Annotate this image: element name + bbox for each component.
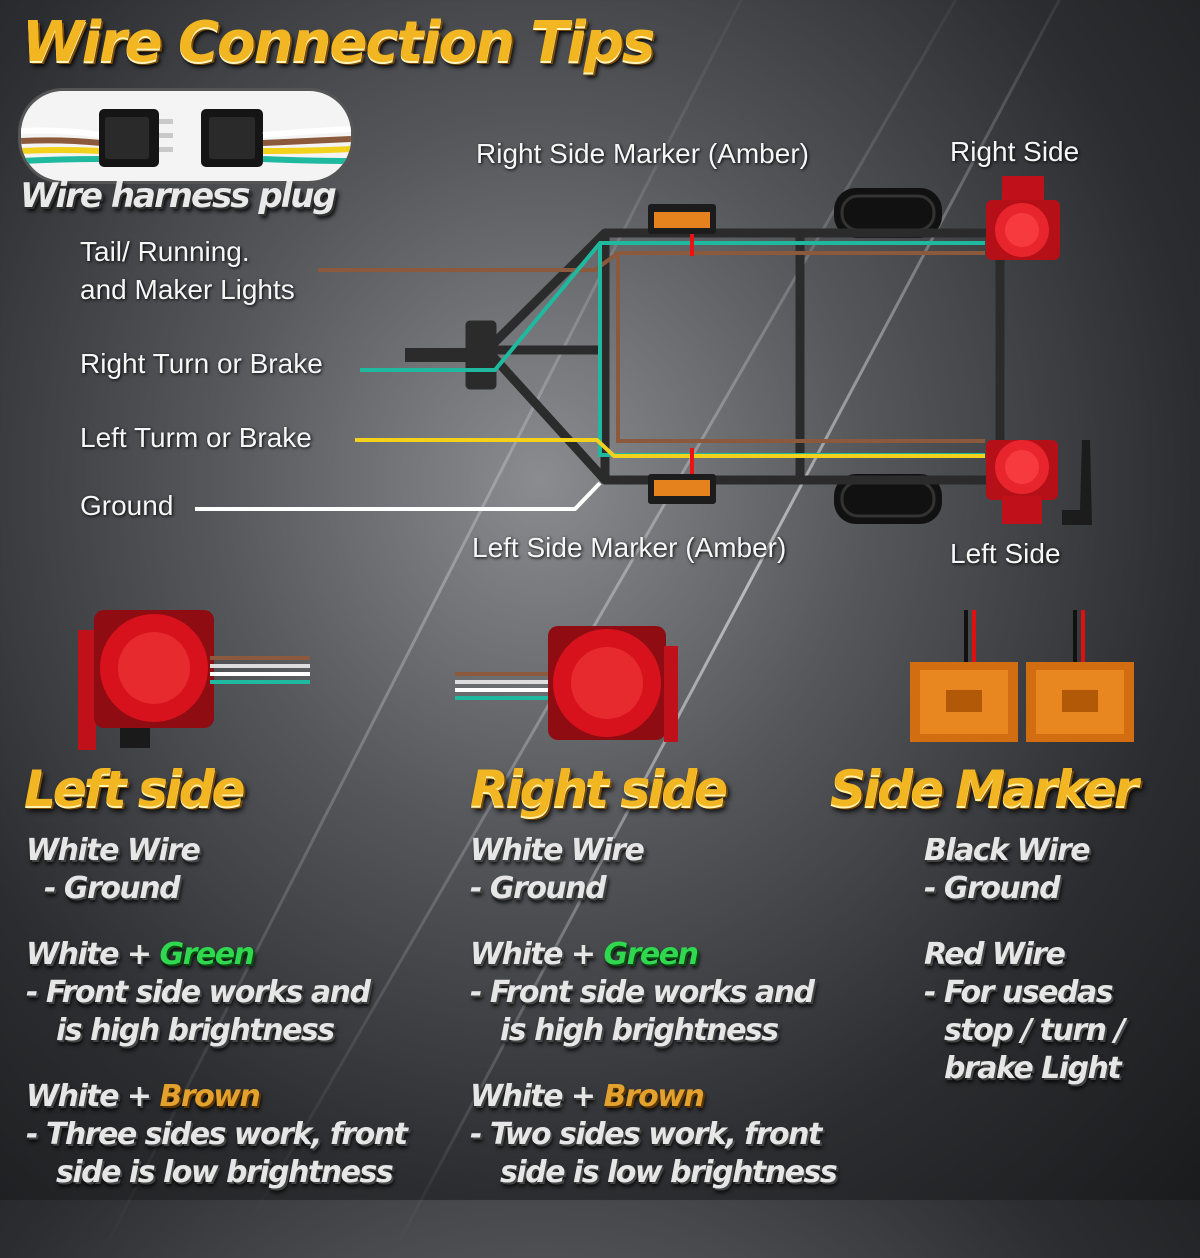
right-side-lamp-image xyxy=(455,626,678,742)
left-side-lamp-image xyxy=(78,610,310,750)
label-right-side: Right Side xyxy=(950,136,1080,167)
wire-teal xyxy=(360,241,985,372)
trailer-wiring-diagram xyxy=(78,176,1134,750)
left-white-green: White + Green - Front side works and is … xyxy=(26,937,371,1048)
right-white-brown: White + Brown - Two sides work, front si… xyxy=(470,1079,838,1190)
wire-brown xyxy=(318,251,985,272)
page-title: Wire Connection Tips xyxy=(22,10,655,75)
right-side-marker-lamp xyxy=(648,204,716,234)
label-tail-running-1: Tail/ Running. xyxy=(80,236,250,267)
left-white-brown: White + Brown - Three sides work, front … xyxy=(26,1079,408,1190)
wire-teal-left xyxy=(598,243,985,457)
side-marker-lamp-images xyxy=(910,610,1134,742)
side-marker-description: Black Wire - Ground Red Wire - For useda… xyxy=(924,832,1194,1116)
marker-red-wire: Red Wire - For usedas stop / turn / brak… xyxy=(924,937,1125,1086)
label-right-side-marker: Right Side Marker (Amber) xyxy=(476,138,809,169)
left-white-wire: White Wire - Ground xyxy=(26,833,201,906)
label-left-turn: Left Turm or Brake xyxy=(80,422,312,453)
right-tail-light xyxy=(986,176,1060,260)
wire-harness-plug-image xyxy=(18,88,354,184)
right-white-wire: White Wire - Ground xyxy=(470,833,645,906)
heading-right-side: Right side xyxy=(470,760,728,818)
left-side-marker-lamp xyxy=(648,474,716,504)
plug-caption: Wire harness plug xyxy=(20,176,337,216)
label-right-turn: Right Turn or Brake xyxy=(80,348,323,379)
marker-black-wire: Black Wire - Ground xyxy=(924,833,1091,906)
right-side-description: White Wire - Ground White + Green - Fron… xyxy=(470,832,900,1220)
label-tail-running-2: and Maker Lights xyxy=(80,274,295,305)
heading-side-marker: Side Marker xyxy=(830,760,1138,818)
wire-yellow xyxy=(355,438,985,458)
label-left-side-marker: Left Side Marker (Amber) xyxy=(472,532,787,563)
heading-left-side: Left side xyxy=(24,760,245,818)
wire-brown-left xyxy=(616,253,985,443)
wire-white xyxy=(195,481,602,511)
left-side-description: White Wire - Ground White + Green - Fron… xyxy=(26,832,456,1220)
label-ground: Ground xyxy=(80,490,174,521)
left-tail-light xyxy=(986,440,1092,525)
label-left-side: Left Side xyxy=(950,538,1061,569)
plug-graphic xyxy=(21,109,351,167)
right-white-green: White + Green - Front side works and is … xyxy=(470,937,815,1048)
